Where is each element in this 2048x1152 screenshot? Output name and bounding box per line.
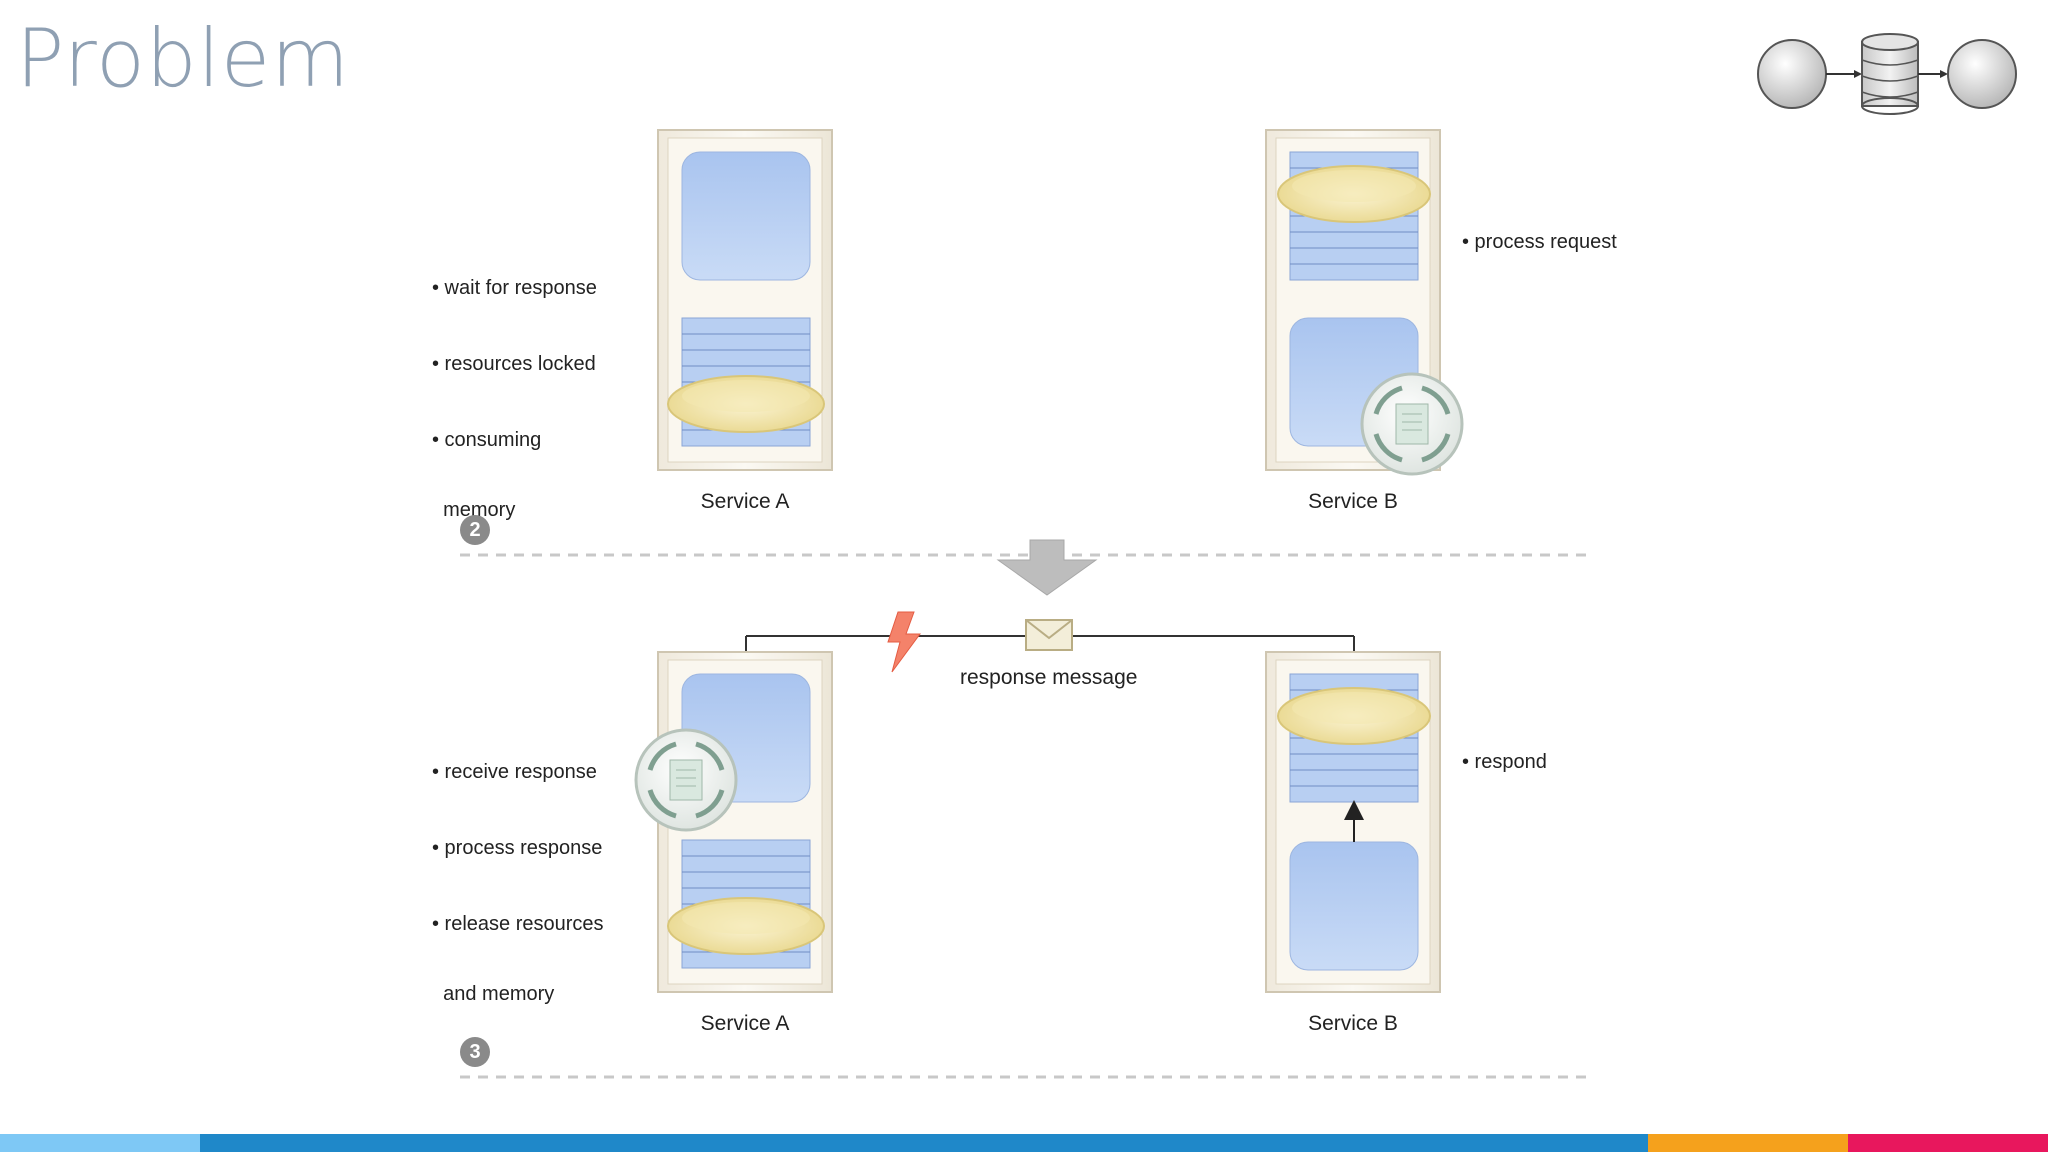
service-a-label-step2: Service A <box>700 490 790 513</box>
db-flow-logo-icon <box>1757 33 2017 115</box>
bullet-line: • receive response <box>432 761 597 783</box>
bullet-line: • wait for response <box>432 277 597 299</box>
process-cycle-icon <box>634 728 738 832</box>
bullet-line: • release resources <box>432 913 604 935</box>
service-b-label-step2: Service B <box>1308 490 1398 513</box>
bullet-line: and memory <box>432 983 555 1005</box>
step-number-badge: 2 <box>460 515 490 545</box>
lightning-icon <box>887 611 921 673</box>
bar-segment-pink <box>1848 1134 2048 1152</box>
service-b-label-step3: Service B <box>1308 1012 1398 1035</box>
bullet-line: • process response <box>432 837 603 859</box>
step-number-badge: 3 <box>460 1037 490 1067</box>
bar-segment-orange <box>1648 1134 1848 1152</box>
bar-segment-light-blue <box>0 1134 200 1152</box>
service-b-bullets-step2: • process request <box>1462 230 1617 254</box>
bottom-color-bar <box>0 1134 2048 1152</box>
service-a-server-step2 <box>657 129 833 471</box>
service-a-label-step3: Service A <box>700 1012 790 1035</box>
service-a-bullets-step2: • wait for response • resources locked •… <box>432 228 597 546</box>
down-arrow-icon <box>996 539 1098 596</box>
service-b-bullets-step3: • respond <box>1462 750 1547 774</box>
envelope-icon <box>1025 619 1073 651</box>
process-cycle-icon <box>1360 372 1464 476</box>
bar-segment-blue <box>200 1134 1648 1152</box>
slide-title: Problem <box>16 12 351 105</box>
service-b-server-step3 <box>1265 651 1441 993</box>
bullet-line: • consuming <box>432 429 542 451</box>
bullet-line: memory <box>432 499 516 521</box>
response-message-label: response message <box>960 666 1138 689</box>
service-a-bullets-step3: • receive response • process response • … <box>432 712 604 1030</box>
bullet-line: • respond <box>1462 751 1547 773</box>
service-a-server-step3 <box>657 651 833 993</box>
bullet-line: • process request <box>1462 231 1617 253</box>
bullet-line: • resources locked <box>432 353 596 375</box>
